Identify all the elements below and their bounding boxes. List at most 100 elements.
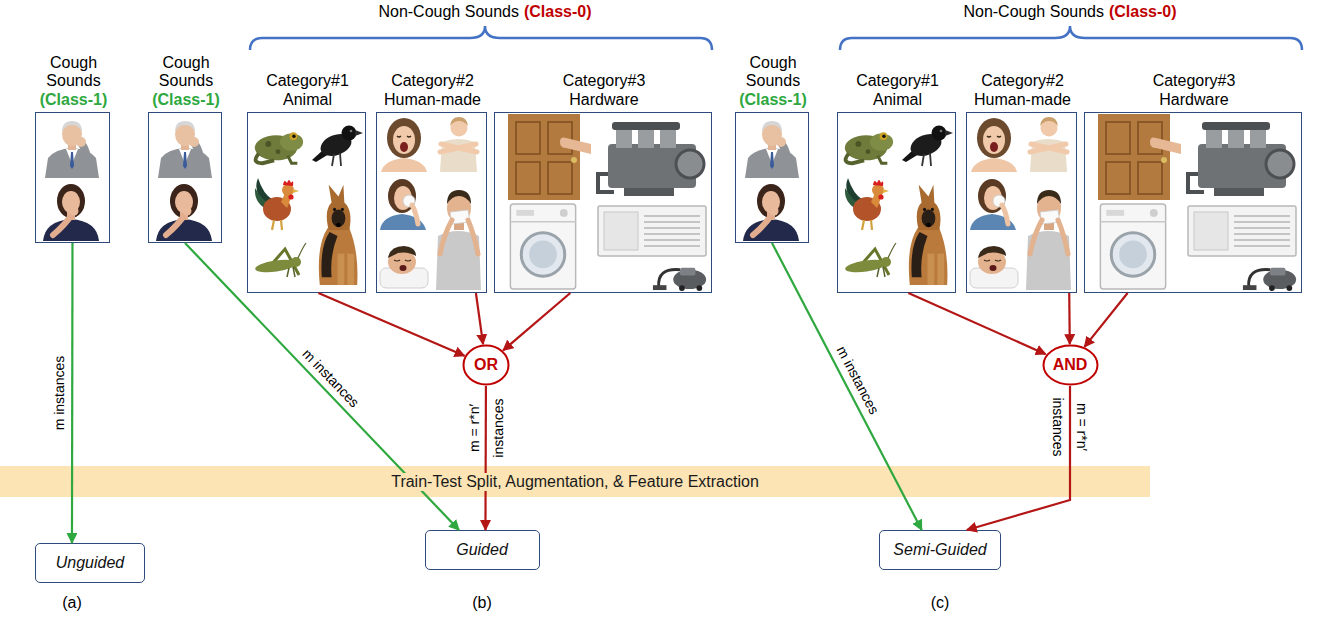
nose-blowing-woman-picture (380, 179, 426, 230)
rooster-picture (255, 178, 299, 230)
panel-letter: (b) (472, 594, 492, 612)
category-box: Category#3 Hardware (1084, 112, 1302, 293)
label-holder: (Class-0) (524, 3, 592, 21)
edge-label: m instances (51, 356, 67, 431)
door-knock-picture (508, 114, 591, 200)
category-box: Category#2 Human-made (966, 112, 1077, 293)
output-label: Guided (456, 541, 508, 559)
label-holder: (Class-0) (1109, 3, 1177, 21)
group-title: Non-Cough Sounds (378, 3, 519, 21)
box-heading: Category#1 Animal (249, 72, 367, 109)
heading-text: Category#1 Animal (839, 72, 957, 109)
class-label: (Class-1) (32, 91, 116, 109)
edge-label-holder: m instances (51, 356, 67, 431)
connector-arrow (908, 293, 1045, 354)
non-cough-pictures (254, 114, 706, 291)
heading-text: Category#3 Hardware (1135, 72, 1253, 109)
gate-outline (464, 346, 509, 385)
box-heading: Category#2 Human-made (964, 72, 1082, 109)
edge-label-holder: m instances (834, 344, 883, 418)
woman-picture (156, 184, 212, 241)
connector-arrow (318, 293, 464, 356)
gate-label: OR (474, 356, 498, 374)
category-box: Category#1 Animal (837, 112, 956, 293)
heading-text: Category#2 Human-made (374, 72, 492, 109)
snoring-man-picture (380, 246, 428, 288)
label-holder: (c) (931, 594, 950, 612)
connector-arrow (185, 243, 459, 530)
edge-label: m instances (300, 345, 363, 410)
box-heading: Category#2 Human-made (374, 72, 492, 109)
edge-label: m = r*n′ instances (1046, 389, 1094, 465)
engine-picture (598, 122, 704, 196)
group-title: Non-Cough Sounds (963, 3, 1104, 21)
heading-text: Cough Sounds (144, 54, 228, 91)
box-heading: Category#1 Animal (839, 72, 957, 109)
category-box: Category#3 Hardware (494, 112, 712, 293)
label-holder: (a) (62, 594, 82, 612)
output-box: Unguided (35, 543, 145, 583)
connector-arrow (772, 243, 922, 530)
heading-text: Category#3 Hardware (545, 72, 663, 109)
edge-label-holder: m instances (300, 345, 363, 410)
heading-text: Category#1 Animal (249, 72, 367, 109)
washing-machine-picture (510, 204, 575, 289)
frog-picture (255, 132, 303, 163)
edge-label-holder: m = r*n′ instances (1046, 389, 1094, 465)
connector-arrow (476, 293, 483, 344)
or-gate-ellipse: OR (462, 344, 510, 386)
connector-arrow (1068, 293, 1071, 344)
class-label: (Class-0) (1109, 3, 1177, 21)
air-conditioner-picture (598, 206, 706, 256)
label-holder: Non-Cough Sounds (963, 3, 1104, 21)
output-box: Semi-Guided (879, 530, 1001, 570)
grasshopper-picture (254, 243, 306, 277)
processing-band: Train-Test Split, Augmentation, & Featur… (0, 466, 1150, 497)
edge-label: m instances (834, 344, 883, 418)
gate-label: AND (1053, 356, 1088, 374)
cough-pictures (743, 121, 799, 241)
heading-text: Cough Sounds (731, 54, 815, 91)
output-box: Guided (425, 530, 540, 570)
label-holder: (b) (472, 594, 492, 612)
and-gate-ellipse: AND (1042, 344, 1099, 386)
heading-text: Category#2 Human-made (964, 72, 1082, 109)
category-box: Category#2 Human-made (376, 112, 487, 293)
heading-text: Cough Sounds (32, 54, 116, 91)
non-cough-pictures (844, 114, 1296, 291)
cough-pictures (156, 121, 212, 241)
band-text: Train-Test Split, Augmentation, & Featur… (385, 473, 765, 491)
edge-label-holder: m = r*n′ instances (462, 390, 510, 466)
connector-arrow (484, 386, 487, 530)
dog-picture (319, 185, 358, 285)
group-bracket (250, 26, 712, 50)
panel-letter: (a) (62, 594, 82, 612)
category-box: Category#1 Animal (247, 112, 366, 293)
panel-letter: (c) (931, 594, 950, 612)
class-label: (Class-1) (144, 91, 228, 109)
edge-label: m = r*n′ instances (462, 390, 510, 466)
clapping-woman-picture (440, 117, 477, 172)
connector-arrow (1084, 293, 1127, 347)
class-label: (Class-1) (731, 91, 815, 109)
box-heading: Cough Sounds(Class-1) (731, 54, 815, 109)
label-holder: Non-Cough Sounds (378, 3, 519, 21)
sneezing-man-picture (436, 190, 481, 290)
old-man-picture (158, 121, 212, 178)
box-heading: Cough Sounds(Class-1) (32, 54, 116, 109)
output-label: Unguided (56, 554, 125, 572)
box-heading: Cough Sounds(Class-1) (144, 54, 228, 109)
cough-sound-box: Cough Sounds(Class-1) (148, 112, 222, 243)
box-heading: Category#3 Hardware (545, 72, 663, 109)
cough-sound-box: Cough Sounds(Class-1) (35, 112, 110, 243)
screaming-woman-picture (381, 118, 427, 172)
cough-pictures (43, 121, 99, 241)
connector-arrow (71, 243, 74, 543)
crow-picture (312, 126, 363, 167)
vacuum-cleaner-picture (653, 268, 706, 291)
cough-sound-box: Cough Sounds(Class-1) (735, 112, 809, 243)
class-label: (Class-0) (524, 3, 592, 21)
box-heading: Category#3 Hardware (1135, 72, 1253, 109)
